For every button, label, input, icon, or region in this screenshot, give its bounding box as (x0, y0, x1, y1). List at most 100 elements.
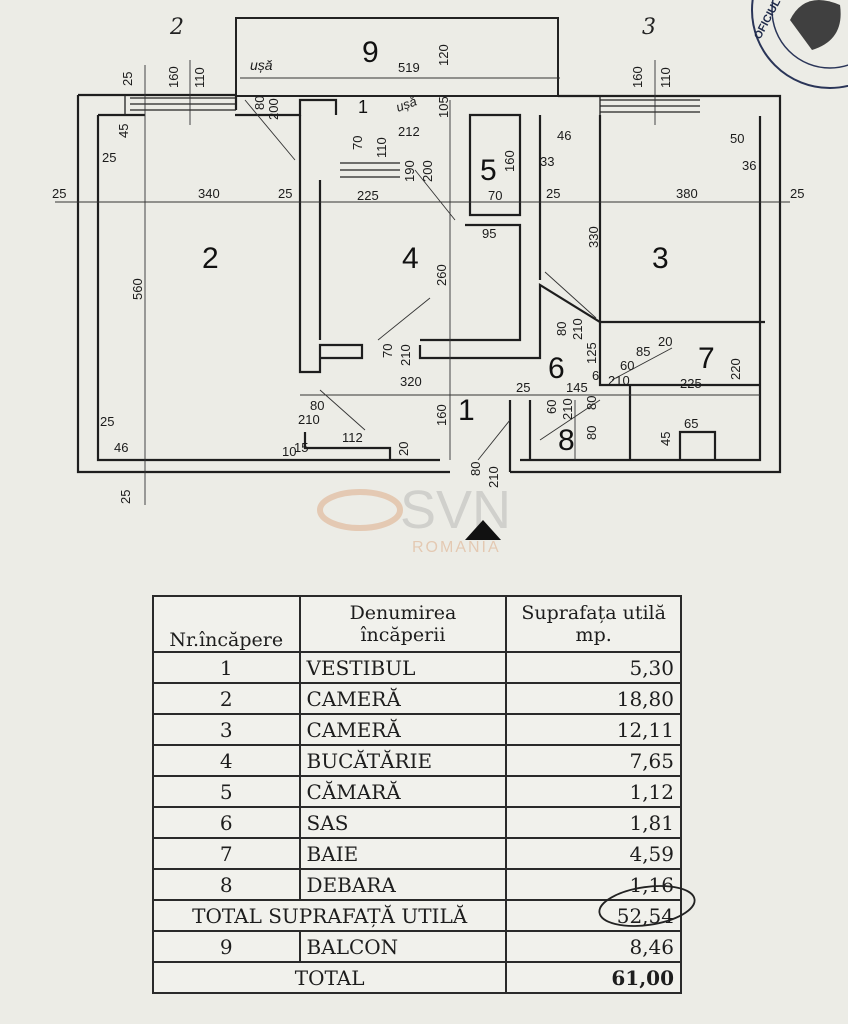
room-area: 5,30 (505, 651, 682, 684)
room-area: 1,81 (505, 806, 682, 839)
dimension-label: 46 (114, 440, 128, 455)
dimension-label: 65 (684, 416, 698, 431)
room-nr: 7 (152, 837, 301, 870)
room-area: 7,65 (505, 744, 682, 777)
entrance-arrow-icon (465, 520, 501, 540)
dimension-label: 80 (252, 96, 267, 110)
balcony-nr: 9 (152, 930, 301, 963)
dimension-label: 10 (282, 444, 296, 459)
dimension-label: 260 (434, 264, 449, 286)
room-number-3: 3 (652, 242, 669, 275)
balcony-name: BALCON (298, 930, 508, 963)
dimension-label: 60 (544, 400, 559, 414)
stamp-text: OFICIUL DE C (752, 0, 797, 41)
total-label: TOTAL (151, 961, 508, 994)
dimension-label: 112 (342, 430, 363, 445)
watermark: SVN ROMANIA (317, 480, 511, 556)
room-name: SAS (298, 806, 508, 839)
room-nr: 5 (152, 775, 301, 808)
dimension-label: 160 (434, 404, 449, 426)
dimension-label: 45 (116, 124, 131, 138)
room-number-5: 5 (480, 154, 497, 187)
dimension-label: 50 (730, 131, 744, 146)
room-numbers: 9 1 2 3 4 5 6 7 8 1 (202, 36, 715, 457)
floor-plan: OFICIUL DE C 2 3 (52, 0, 848, 556)
dimension-label: 110 (658, 67, 673, 88)
total-useful-value: 52,54 (505, 899, 682, 932)
dimension-label: 105 (436, 96, 451, 118)
dimension-label: 95 (482, 226, 496, 241)
room-area: 12,11 (505, 713, 682, 746)
room-nr: 4 (152, 744, 301, 777)
dimension-label: 340 (198, 186, 220, 201)
room-number-2: 2 (202, 242, 219, 275)
room-name: BUCĂTĂRIE (298, 744, 508, 777)
dimension-label: 519 (398, 60, 420, 75)
dimension-label: 25 (120, 72, 135, 86)
dimension-label: 15 (294, 440, 308, 455)
watermark-text: SVN (400, 480, 511, 540)
room-number-7: 7 (698, 342, 715, 375)
dimension-label: 200 (420, 160, 435, 182)
dimension-label: 6 (592, 368, 599, 383)
header-area: Suprafața utilă mp. (505, 595, 682, 653)
room-number-9: 9 (362, 36, 379, 69)
dimension-label: 33 (540, 154, 554, 169)
room-number-1-top: 1 (358, 97, 368, 117)
dimension-label: 160 (502, 150, 517, 172)
axis-label-2: 2 (169, 15, 184, 40)
table-header-row: Nr.încăpere Denumirea încăperii Suprafaț… (152, 595, 682, 653)
dimension-label: 25 (102, 150, 116, 165)
room-nr: 2 (152, 682, 301, 715)
dimension-label: 320 (400, 374, 422, 389)
balcony-row: 9 BALCON 8,46 (152, 930, 682, 963)
room-nr: 6 (152, 806, 301, 839)
dimension-label: 45 (658, 432, 673, 446)
total-row: TOTAL 61,00 (151, 961, 682, 994)
axis-label-3: 3 (642, 15, 656, 40)
dimension-label: 25 (546, 186, 560, 201)
header-name: Denumirea încăperii (298, 595, 508, 653)
dimension-label: 225 (680, 376, 702, 391)
room-area: 18,80 (505, 682, 682, 715)
room-name: VESTIBUL (298, 651, 508, 684)
dimension-label: 160 (630, 66, 645, 88)
dimension-label: 20 (658, 334, 672, 349)
dimension-labels: 25 160 110 519 120 160 110 80 200 212 10… (52, 44, 804, 504)
dimension-label: 70 (350, 136, 365, 150)
dimension-label: 80 (584, 396, 599, 410)
dimension-label: 210 (560, 398, 575, 420)
dimension-label: 220 (728, 358, 743, 380)
walls (76, 93, 782, 474)
total-useful-label: TOTAL SUPRAFAȚĂ UTILĂ (151, 899, 508, 932)
room-area: 4,59 (505, 837, 682, 870)
balcony-outline (235, 17, 559, 97)
dimension-label: 210 (398, 344, 413, 366)
dimension-label: 85 (636, 344, 650, 359)
dimension-label: 110 (192, 67, 207, 88)
dimension-label: 80 (554, 322, 569, 336)
room-number-4: 4 (402, 242, 419, 275)
dimension-label: 25 (278, 186, 292, 201)
dimension-label: 210 (570, 318, 585, 340)
door-label-kitchen: ușă (394, 94, 419, 115)
dimension-label: 46 (557, 128, 571, 143)
room-name: DEBARA (298, 868, 508, 901)
room-name: CAMERĂ (298, 713, 508, 746)
room-number-6: 6 (548, 352, 565, 385)
dimension-label: 110 (374, 137, 389, 158)
dimension-label: 210 (298, 412, 320, 427)
dimension-label: 125 (584, 342, 599, 364)
dimension-label: 20 (396, 442, 411, 456)
dimension-label: 200 (266, 98, 281, 120)
room-area: 1,16 (505, 868, 682, 901)
room-number-8: 8 (558, 424, 575, 457)
dimension-label: 25 (516, 380, 530, 395)
